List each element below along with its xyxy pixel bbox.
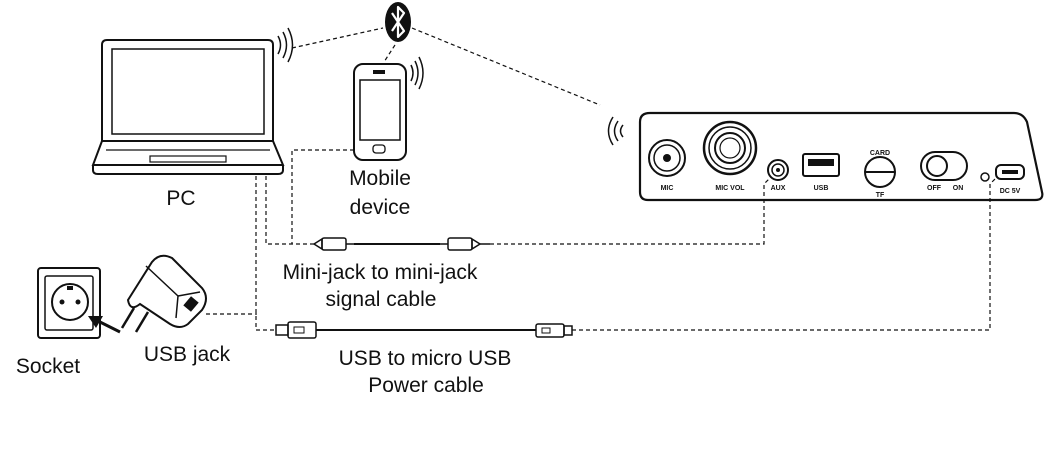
mini-cable-label-line2: signal cable [326,288,437,311]
card-label: CARD [870,150,890,157]
power-switch: OFF ON [920,151,968,192]
usb-cable-label-line2: Power cable [368,374,484,397]
usb-charger [120,254,207,333]
mini-jack-cable [265,149,771,251]
mini-cable-label-line1: Mini-jack to mini-jack [283,261,478,284]
usb-power-cable [206,176,997,339]
wall-socket [37,267,101,339]
aux-label: AUX [771,185,786,192]
micro-usb-plug [535,323,573,338]
status-led [980,172,990,182]
mini-jack-plug-left [312,237,354,251]
card-slot: CARD TF [864,150,896,199]
mic-vol-knob: MIC VOL [702,120,758,192]
usb-port: USB [802,153,840,192]
mobile-label-line2: device [350,196,411,219]
device-rear-panel: MIC MIC VOL AUX USB CARD TF [607,111,1044,202]
socket-label: Socket [16,355,80,378]
mic-vol-label: MIC VOL [715,185,745,192]
mic-jack: MIC [648,139,686,192]
wireless-links [291,27,601,106]
dc-5v-label: DC 5V [1000,188,1021,195]
usb-jack-label: USB jack [144,343,231,366]
tf-label: TF [876,192,885,199]
mini-jack-plug-right [440,237,490,251]
mobile-label-line1: Mobile [349,167,411,190]
mic-label: MIC [661,185,674,192]
bluetooth-icon [385,2,411,42]
wifi-waves-icon [410,56,424,90]
plug-in-arrow [88,316,121,334]
usb-label: USB [814,185,829,192]
usb-cable-label-line1: USB to micro USB [339,347,512,370]
mobile-phone [353,56,424,161]
dc-5v-port: DC 5V [995,164,1025,195]
pc-label: PC [166,187,195,210]
wifi-waves-icon [277,27,294,63]
laptop-pc [91,27,294,175]
off-label: OFF [927,185,942,192]
usb-a-plug [275,321,317,339]
aux-jack: AUX [767,159,789,192]
wifi-waves-icon [607,116,624,146]
on-label: ON [953,185,964,192]
